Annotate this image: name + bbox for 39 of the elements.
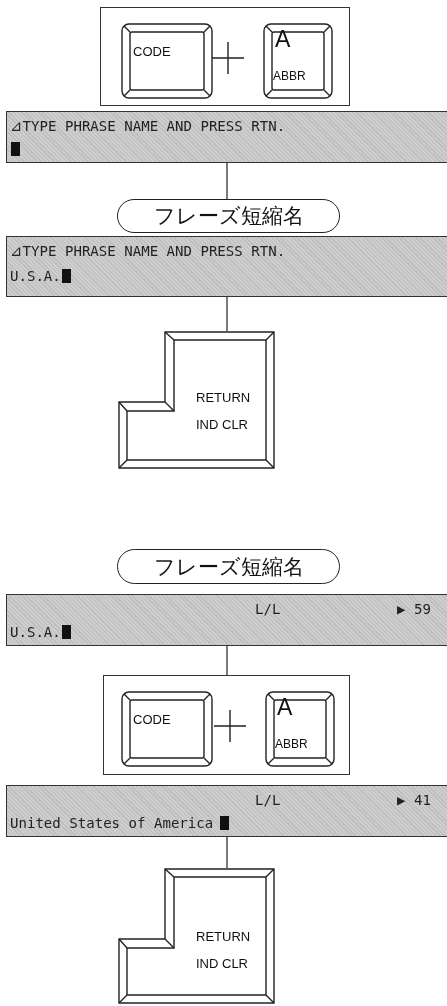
screen-text: ▶ 41 bbox=[397, 792, 431, 808]
screen-display bbox=[6, 785, 447, 837]
return-key bbox=[118, 331, 275, 469]
screen-display bbox=[6, 236, 447, 297]
key-label: RETURN bbox=[196, 390, 251, 405]
keyboard-key bbox=[121, 23, 213, 99]
key-label: CODE bbox=[133, 712, 171, 727]
key-label: A bbox=[275, 26, 291, 52]
keyboard-key bbox=[263, 23, 333, 99]
screen-text: U.S.A. bbox=[10, 624, 61, 640]
keyboard-key bbox=[121, 691, 213, 767]
connector-line bbox=[226, 162, 228, 200]
label-pill bbox=[117, 199, 340, 233]
return-key bbox=[118, 868, 275, 1004]
screen-text: ⊿TYPE PHRASE NAME AND PRESS RTN. bbox=[10, 243, 286, 259]
key-label: RETURN bbox=[196, 929, 251, 944]
screen-text: United States of America bbox=[10, 815, 214, 831]
connector-line bbox=[226, 836, 228, 869]
key-label: ABBR bbox=[275, 737, 308, 751]
label-text: フレーズ短縮名 bbox=[153, 553, 304, 580]
connector-line bbox=[226, 296, 228, 332]
key-combination-frame bbox=[103, 675, 350, 775]
screen-text: ⊿TYPE PHRASE NAME AND PRESS RTN. bbox=[10, 118, 286, 134]
key-label: IND CLR bbox=[196, 956, 248, 971]
key-label: CODE bbox=[133, 44, 171, 59]
key-combination-frame bbox=[100, 7, 350, 106]
screen-display bbox=[6, 111, 447, 163]
screen-display bbox=[6, 594, 447, 646]
key-label: A bbox=[277, 694, 293, 720]
screen-text: L/L bbox=[255, 792, 281, 808]
screen-text: ▶ 59 bbox=[397, 601, 431, 617]
label-text: フレーズ短縮名 bbox=[153, 203, 304, 229]
keyboard-key bbox=[265, 691, 335, 767]
key-label: IND CLR bbox=[196, 417, 248, 432]
connector-line bbox=[226, 645, 228, 676]
screen-text: U.S.A. bbox=[10, 268, 61, 284]
key-label: ABBR bbox=[273, 69, 306, 83]
screen-text: L/L bbox=[255, 601, 281, 617]
label-pill bbox=[117, 549, 340, 584]
